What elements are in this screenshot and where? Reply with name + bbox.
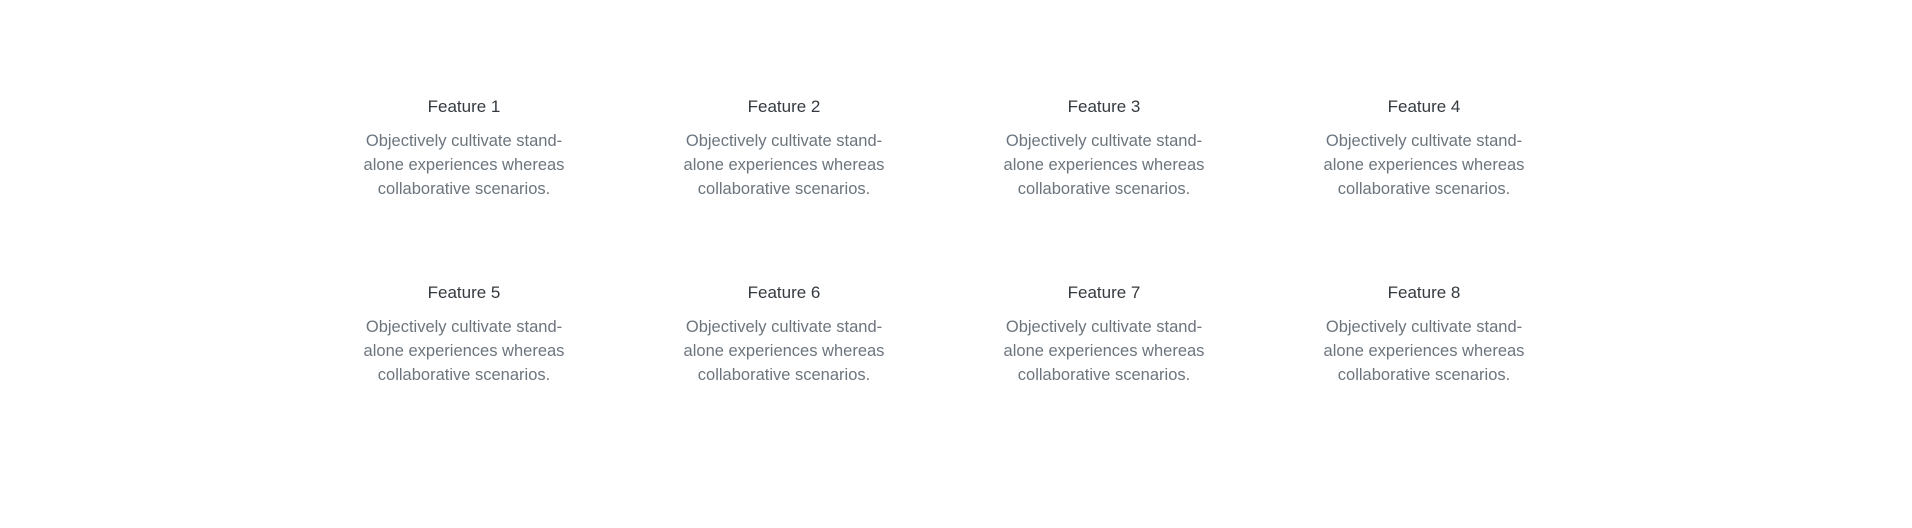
feature-card: Feature 2 Objectively cultivate stand-al… xyxy=(674,95,894,201)
feature-title: Feature 7 xyxy=(1067,283,1141,302)
feature-card: Feature 8 Objectively cultivate stand-al… xyxy=(1314,281,1534,387)
feature-description: Objectively cultivate stand-alone experi… xyxy=(683,132,885,198)
feature-description: Objectively cultivate stand-alone experi… xyxy=(1323,132,1525,198)
feature-title: Feature 1 xyxy=(427,97,501,116)
feature-description: Objectively cultivate stand-alone experi… xyxy=(1003,132,1205,198)
feature-card: Feature 3 Objectively cultivate stand-al… xyxy=(994,95,1214,201)
feature-description: Objectively cultivate stand-alone experi… xyxy=(363,132,565,198)
feature-title: Feature 4 xyxy=(1387,97,1461,116)
feature-title: Feature 8 xyxy=(1387,283,1461,302)
feature-title: Feature 3 xyxy=(1067,97,1141,116)
feature-card: Feature 1 Objectively cultivate stand-al… xyxy=(354,95,574,201)
feature-title: Feature 2 xyxy=(747,97,821,116)
features-grid: Feature 1 Objectively cultivate stand-al… xyxy=(354,95,1636,387)
feature-description: Objectively cultivate stand-alone experi… xyxy=(683,318,885,384)
feature-card: Feature 4 Objectively cultivate stand-al… xyxy=(1314,95,1534,201)
feature-card: Feature 7 Objectively cultivate stand-al… xyxy=(994,281,1214,387)
feature-description: Objectively cultivate stand-alone experi… xyxy=(1003,318,1205,384)
feature-card: Feature 6 Objectively cultivate stand-al… xyxy=(674,281,894,387)
feature-description: Objectively cultivate stand-alone experi… xyxy=(1323,318,1525,384)
feature-title: Feature 5 xyxy=(427,283,501,302)
feature-description: Objectively cultivate stand-alone experi… xyxy=(363,318,565,384)
feature-card: Feature 5 Objectively cultivate stand-al… xyxy=(354,281,574,387)
feature-title: Feature 6 xyxy=(747,283,821,302)
